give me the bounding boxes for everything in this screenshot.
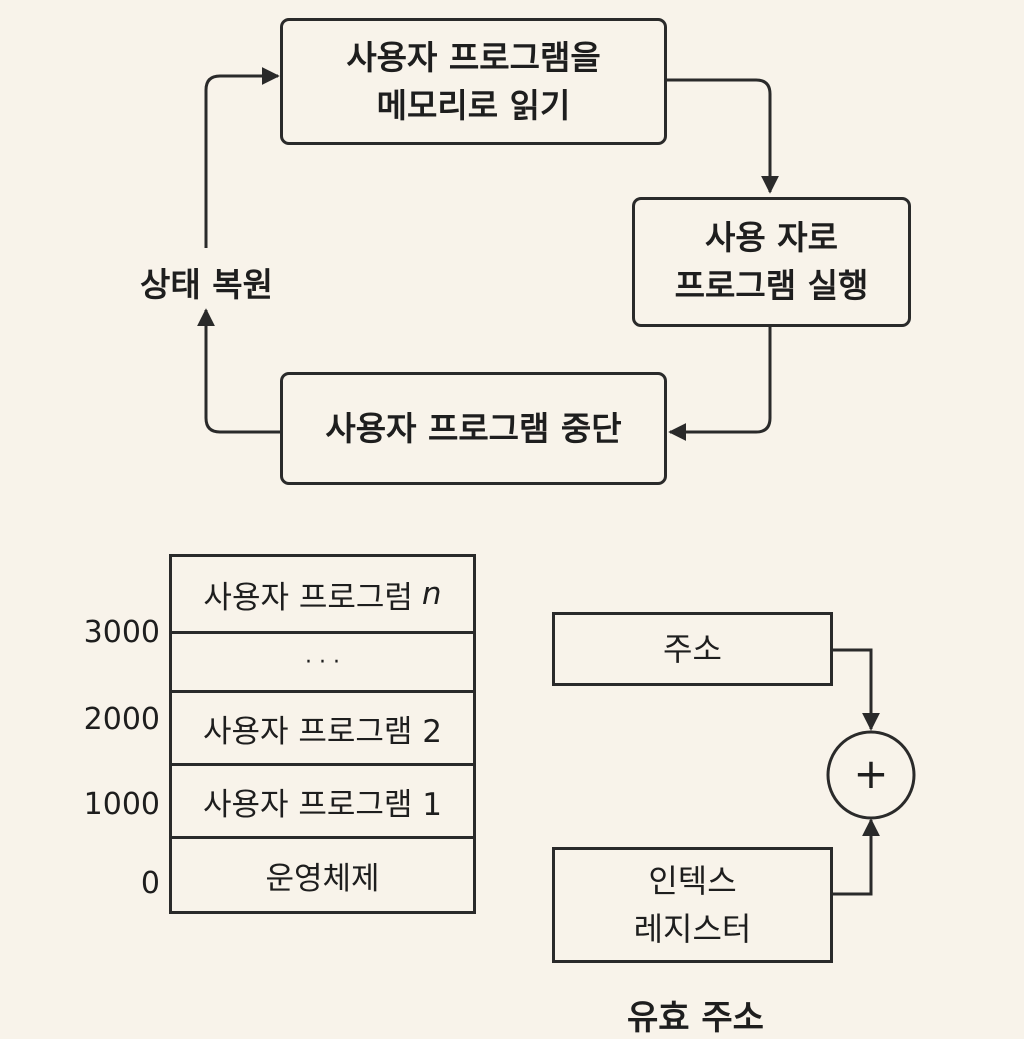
load-program-line1: 사용자 프로그램을 [346,37,601,77]
stop-program-text: 사용자 프로그램 중단 [325,408,622,448]
load-program-box: 사용자 프로그램을 메모리로 읽기 [280,18,667,145]
restore-state-label: 상태 복원 [140,265,273,304]
index-register-line2: 레지스터 [633,910,752,948]
load-program-line2: 메모리로 읽기 [376,85,571,125]
memory-row-program-2: 사용자 프로그램 2 [172,693,473,766]
memory-row-label: 사용자 프로그램 1 [202,786,443,823]
address-label-1000: 1000 [83,787,160,822]
arrow-stop-to-restore [197,308,280,434]
memory-row-label: 사용자 프로그램 2 [202,713,443,750]
memory-row-label: 사용자 프로그럼 [203,579,413,616]
address-box-label: 주소 [663,630,722,668]
plus-symbol: + [853,749,889,798]
address-label-2000: 2000 [83,702,160,737]
index-register-line1: 인텍스 [648,862,737,900]
address-label-3000: 3000 [83,615,160,650]
arrow-address-to-adder [832,648,880,731]
adder-circle [826,730,916,820]
arrow-load-to-run [667,78,779,194]
memory-row-label: · · · [305,649,340,675]
effective-address-label: 유효 주소 [627,998,764,1038]
address-label-0: 0 [140,866,160,901]
address-box: 주소 [552,612,833,686]
memory-row-label: 운영체제 [265,860,380,897]
memory-row-os: 운영체제 [172,839,473,911]
arrow-run-to-stop [668,327,772,441]
arrow-index-to-adder [832,818,880,896]
stop-program-box: 사용자 프로그램 중단 [280,372,667,485]
memory-row-ellipsis: · · · [172,634,473,693]
memory-row-suffix: n [421,576,442,612]
memory-row-program-1: 사용자 프로그램 1 [172,766,473,839]
arrow-restore-to-load [204,67,280,248]
run-program-line2: 프로그램 실행 [674,266,869,305]
run-program-box: 사용 자로 프로그램 실행 [632,197,911,327]
run-program-line1: 사용 자로 [705,218,838,258]
index-register-box: 인텍스 레지스터 [552,847,833,963]
